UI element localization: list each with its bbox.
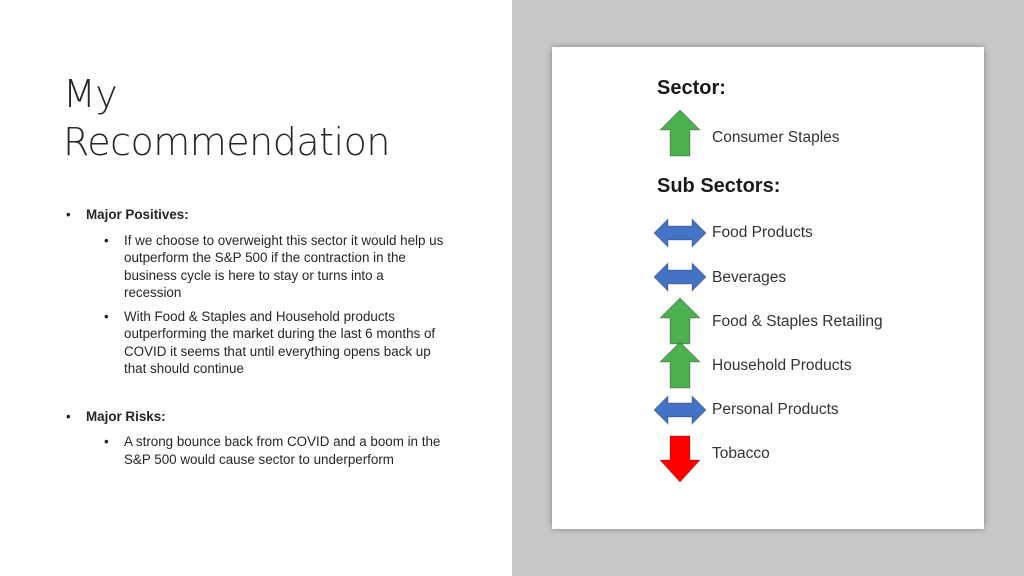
bullet-dot: • xyxy=(104,434,109,449)
title-line-2: Recommendation xyxy=(63,120,390,164)
title-line-1: My xyxy=(63,72,118,116)
subsector-heading: Sub Sectors: xyxy=(657,175,781,197)
sub-bullet-text: A strong bounce back from COVID and a bo… xyxy=(124,434,441,467)
sub-bullet-text: If we choose to overweight this sector i… xyxy=(124,232,444,301)
bullet-major-positives: • Major Positives: xyxy=(66,206,496,224)
green-up-arrow-icon xyxy=(658,297,702,345)
sector-heading: Sector: xyxy=(657,77,726,99)
bullet-dot: • xyxy=(104,308,109,324)
sub-bullet: • A strong bounce back from COVID and a … xyxy=(104,433,444,468)
green-up-arrow-icon xyxy=(658,341,702,389)
blue-double-arrow-icon xyxy=(653,394,707,426)
blue-double-arrow-icon xyxy=(653,261,707,293)
subsector-label-food-products: Food Products xyxy=(712,224,813,241)
bullet-content: • Major Positives: • If we choose to ove… xyxy=(66,206,496,474)
bullet-dot: • xyxy=(66,408,71,424)
subsector-label-food-staples-retailing: Food & Staples Retailing xyxy=(712,313,883,330)
red-down-arrow-icon xyxy=(658,435,702,483)
bullet-dot: • xyxy=(66,207,71,222)
sector-label: Consumer Staples xyxy=(712,129,840,146)
green-up-arrow-icon xyxy=(658,109,702,157)
bullet-dot: • xyxy=(104,232,109,248)
sub-bullet-text: With Food & Staples and Household produc… xyxy=(124,308,436,377)
sector-recommendation-figure: Sector: Consumer Staples Sub Sectors: Fo… xyxy=(552,47,984,529)
section-heading: Major Positives: xyxy=(86,207,189,222)
slide-title: My Recommendation xyxy=(63,70,493,166)
subsector-label-tobacco: Tobacco xyxy=(712,445,770,462)
slide-left-panel: My Recommendation • Major Positives: • I… xyxy=(63,70,496,474)
sub-bullet: • With Food & Staples and Household prod… xyxy=(104,308,444,378)
subsector-label-beverages: Beverages xyxy=(712,269,787,286)
subsector-label-personal-products: Personal Products xyxy=(712,401,839,418)
sub-bullet: • If we choose to overweight this sector… xyxy=(104,232,444,302)
section-heading: Major Risks: xyxy=(86,408,166,424)
subsector-label-household-products: Household Products xyxy=(712,357,852,374)
blue-double-arrow-icon xyxy=(653,217,707,249)
bullet-major-risks: • Major Risks: xyxy=(66,408,496,426)
